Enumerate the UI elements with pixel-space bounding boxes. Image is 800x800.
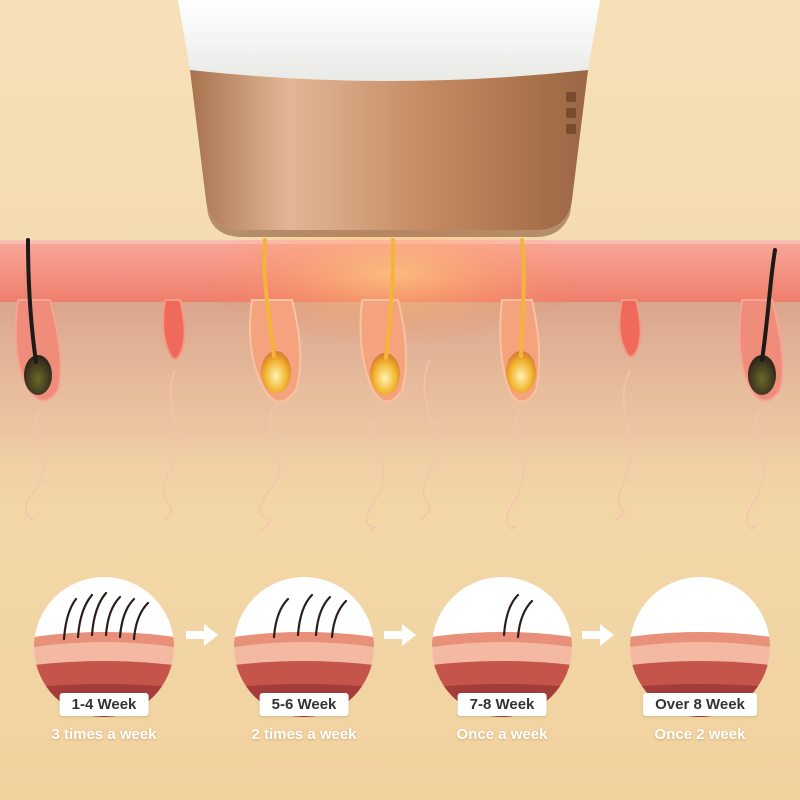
- stage-4-frequency: Once 2 week: [654, 726, 746, 743]
- stage-4-week-label: Over 8 Week: [643, 693, 757, 716]
- arrow-right-icon: [384, 624, 416, 646]
- stage-2: 5-6 Week: [234, 577, 374, 727]
- stage-3: 7-8 Week: [432, 577, 572, 727]
- stage-1-week-label: 1-4 Week: [59, 693, 149, 716]
- stage-1: 1-4 Week: [34, 577, 174, 727]
- arrow-right-icon: [582, 624, 614, 646]
- stage-2-frequency: 2 times a week: [251, 726, 357, 743]
- stage-3-week-label: 7-8 Week: [457, 693, 547, 716]
- stage-2-week-label: 5-6 Week: [259, 693, 349, 716]
- ipl-device-icon: [178, 0, 600, 237]
- stage-1-frequency: 3 times a week: [51, 726, 157, 743]
- stage-3-frequency: Once a week: [456, 726, 548, 743]
- arrow-right-icon: [186, 624, 218, 646]
- stage-4: Over 8 Week: [630, 577, 770, 727]
